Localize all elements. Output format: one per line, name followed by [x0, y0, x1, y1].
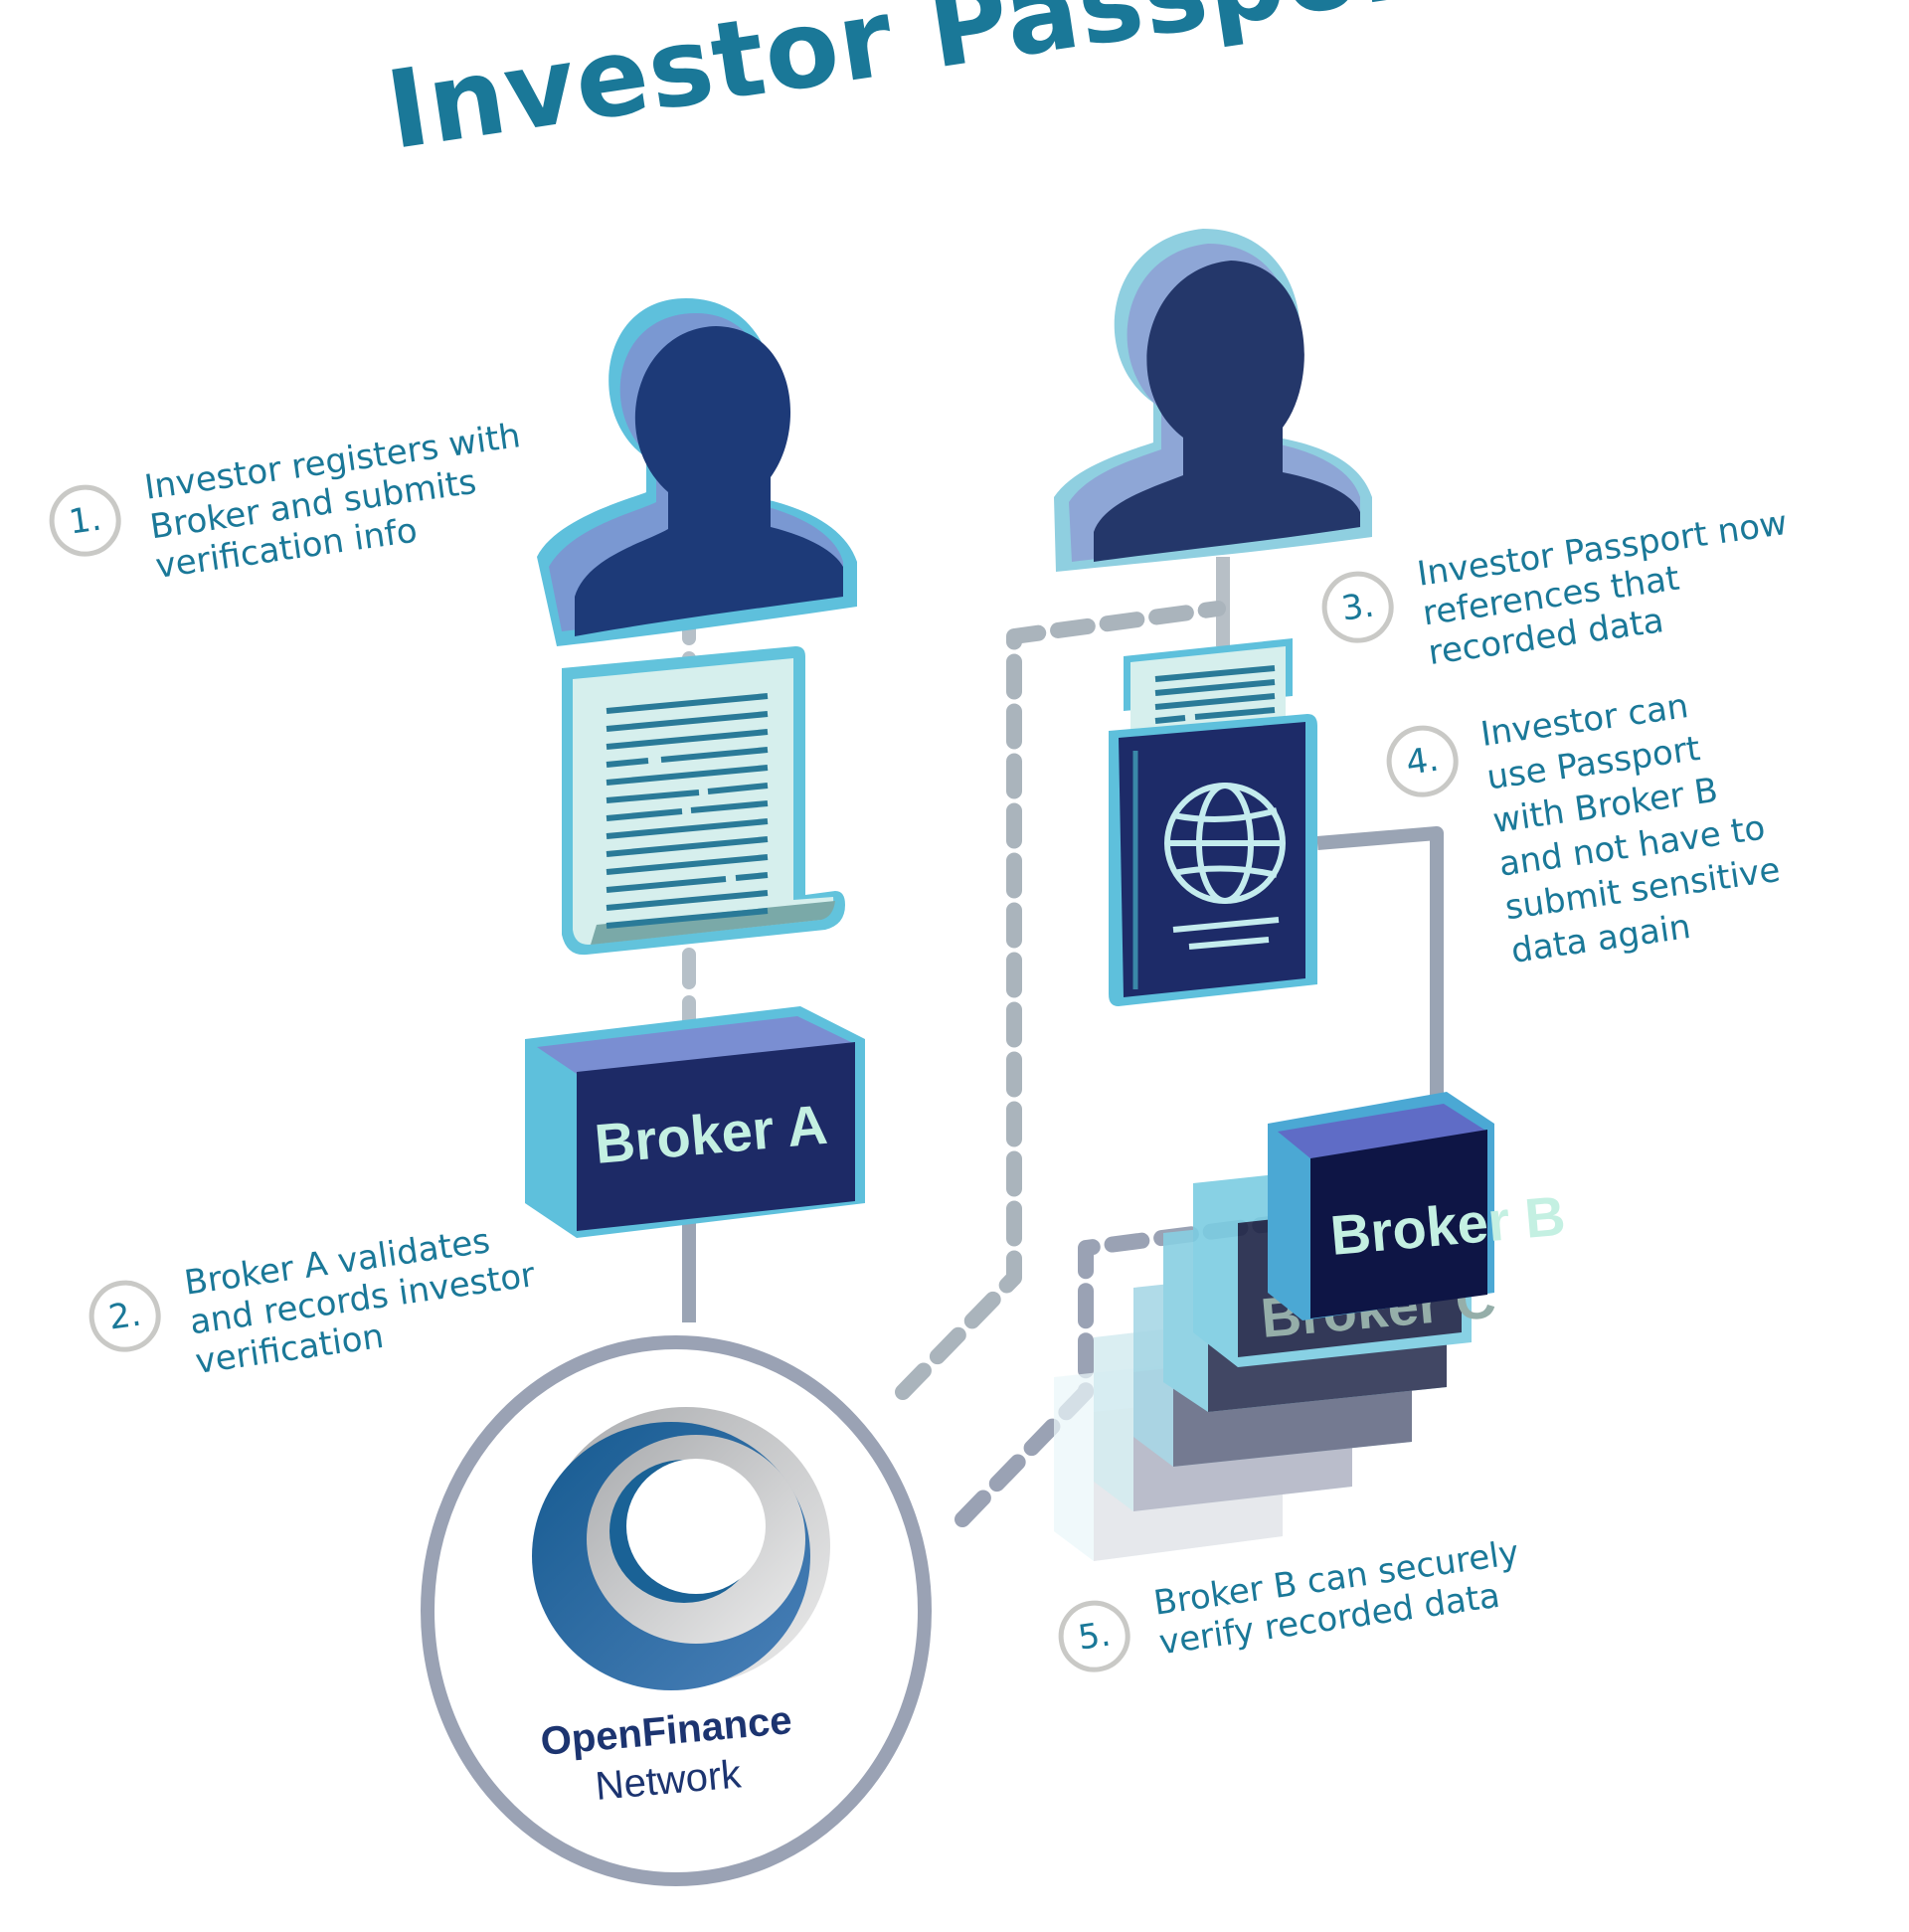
- broker-a-box: Broker A: [525, 1006, 865, 1238]
- dashed-connector-network-investor: [895, 601, 1226, 1400]
- investor-left-icon: [537, 298, 857, 646]
- broker-b-box: Broker B: [1268, 1092, 1568, 1320]
- verification-document-icon: [562, 646, 845, 956]
- investor-right-icon: [1054, 229, 1372, 572]
- openfinance-network: OpenFinance Network: [421, 1335, 932, 1886]
- connector-passport-broker-b: [1316, 826, 1444, 1124]
- investor-passport-icon: [1109, 638, 1317, 1006]
